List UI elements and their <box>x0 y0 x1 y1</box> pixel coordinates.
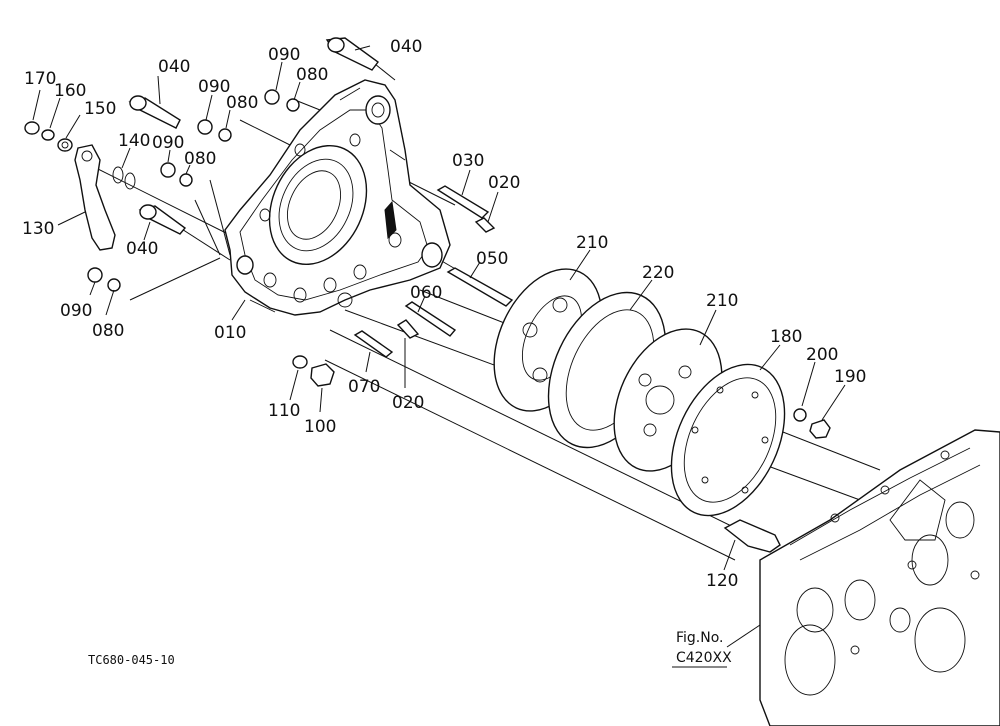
lever-130 <box>74 144 116 251</box>
label-180: 180 <box>770 327 802 347</box>
label-200: 200 <box>806 345 838 365</box>
label-080-lower: 080 <box>184 149 216 169</box>
bolts <box>128 37 781 553</box>
label-050: 050 <box>476 249 508 269</box>
label-210-left: 210 <box>576 233 608 253</box>
label-070: 070 <box>348 377 380 397</box>
label-140: 140 <box>118 131 150 151</box>
label-130: 130 <box>22 219 54 239</box>
engine-block <box>759 429 1000 726</box>
part-labels: 040 090 080 040 170 160 150 090 080 140 … <box>22 37 866 591</box>
alignment-lines <box>79 59 881 561</box>
label-090-top: 090 <box>268 45 300 65</box>
label-030: 030 <box>452 151 484 171</box>
fig-label: Fig.No. <box>676 630 724 646</box>
small-hardware <box>24 89 831 439</box>
label-010: 010 <box>214 323 246 343</box>
label-040-top: 040 <box>390 37 422 57</box>
label-020-top: 020 <box>488 173 520 193</box>
label-090-lower: 090 <box>152 133 184 153</box>
label-090-bottom: 090 <box>60 301 92 321</box>
label-120: 120 <box>706 571 738 591</box>
label-150: 150 <box>84 99 116 119</box>
label-190: 190 <box>834 367 866 387</box>
label-080-mid: 080 <box>226 93 258 113</box>
label-060: 060 <box>410 283 442 303</box>
label-210-right: 210 <box>706 291 738 311</box>
label-100: 100 <box>304 417 336 437</box>
label-160: 160 <box>54 81 86 101</box>
label-040-bottom: 040 <box>126 239 158 259</box>
label-020-bottom: 020 <box>392 393 424 413</box>
drawing-code: TC680-045-10 <box>88 653 175 667</box>
label-220: 220 <box>642 263 674 283</box>
label-080-top: 080 <box>296 65 328 85</box>
label-170: 170 <box>24 69 56 89</box>
leader-lines <box>32 45 846 648</box>
label-040-left: 040 <box>158 57 190 77</box>
label-090-mid: 090 <box>198 77 230 97</box>
housing-010 <box>224 79 451 316</box>
fig-number: C420XX <box>676 650 732 666</box>
label-110: 110 <box>268 401 300 421</box>
label-080-bottom: 080 <box>92 321 124 341</box>
